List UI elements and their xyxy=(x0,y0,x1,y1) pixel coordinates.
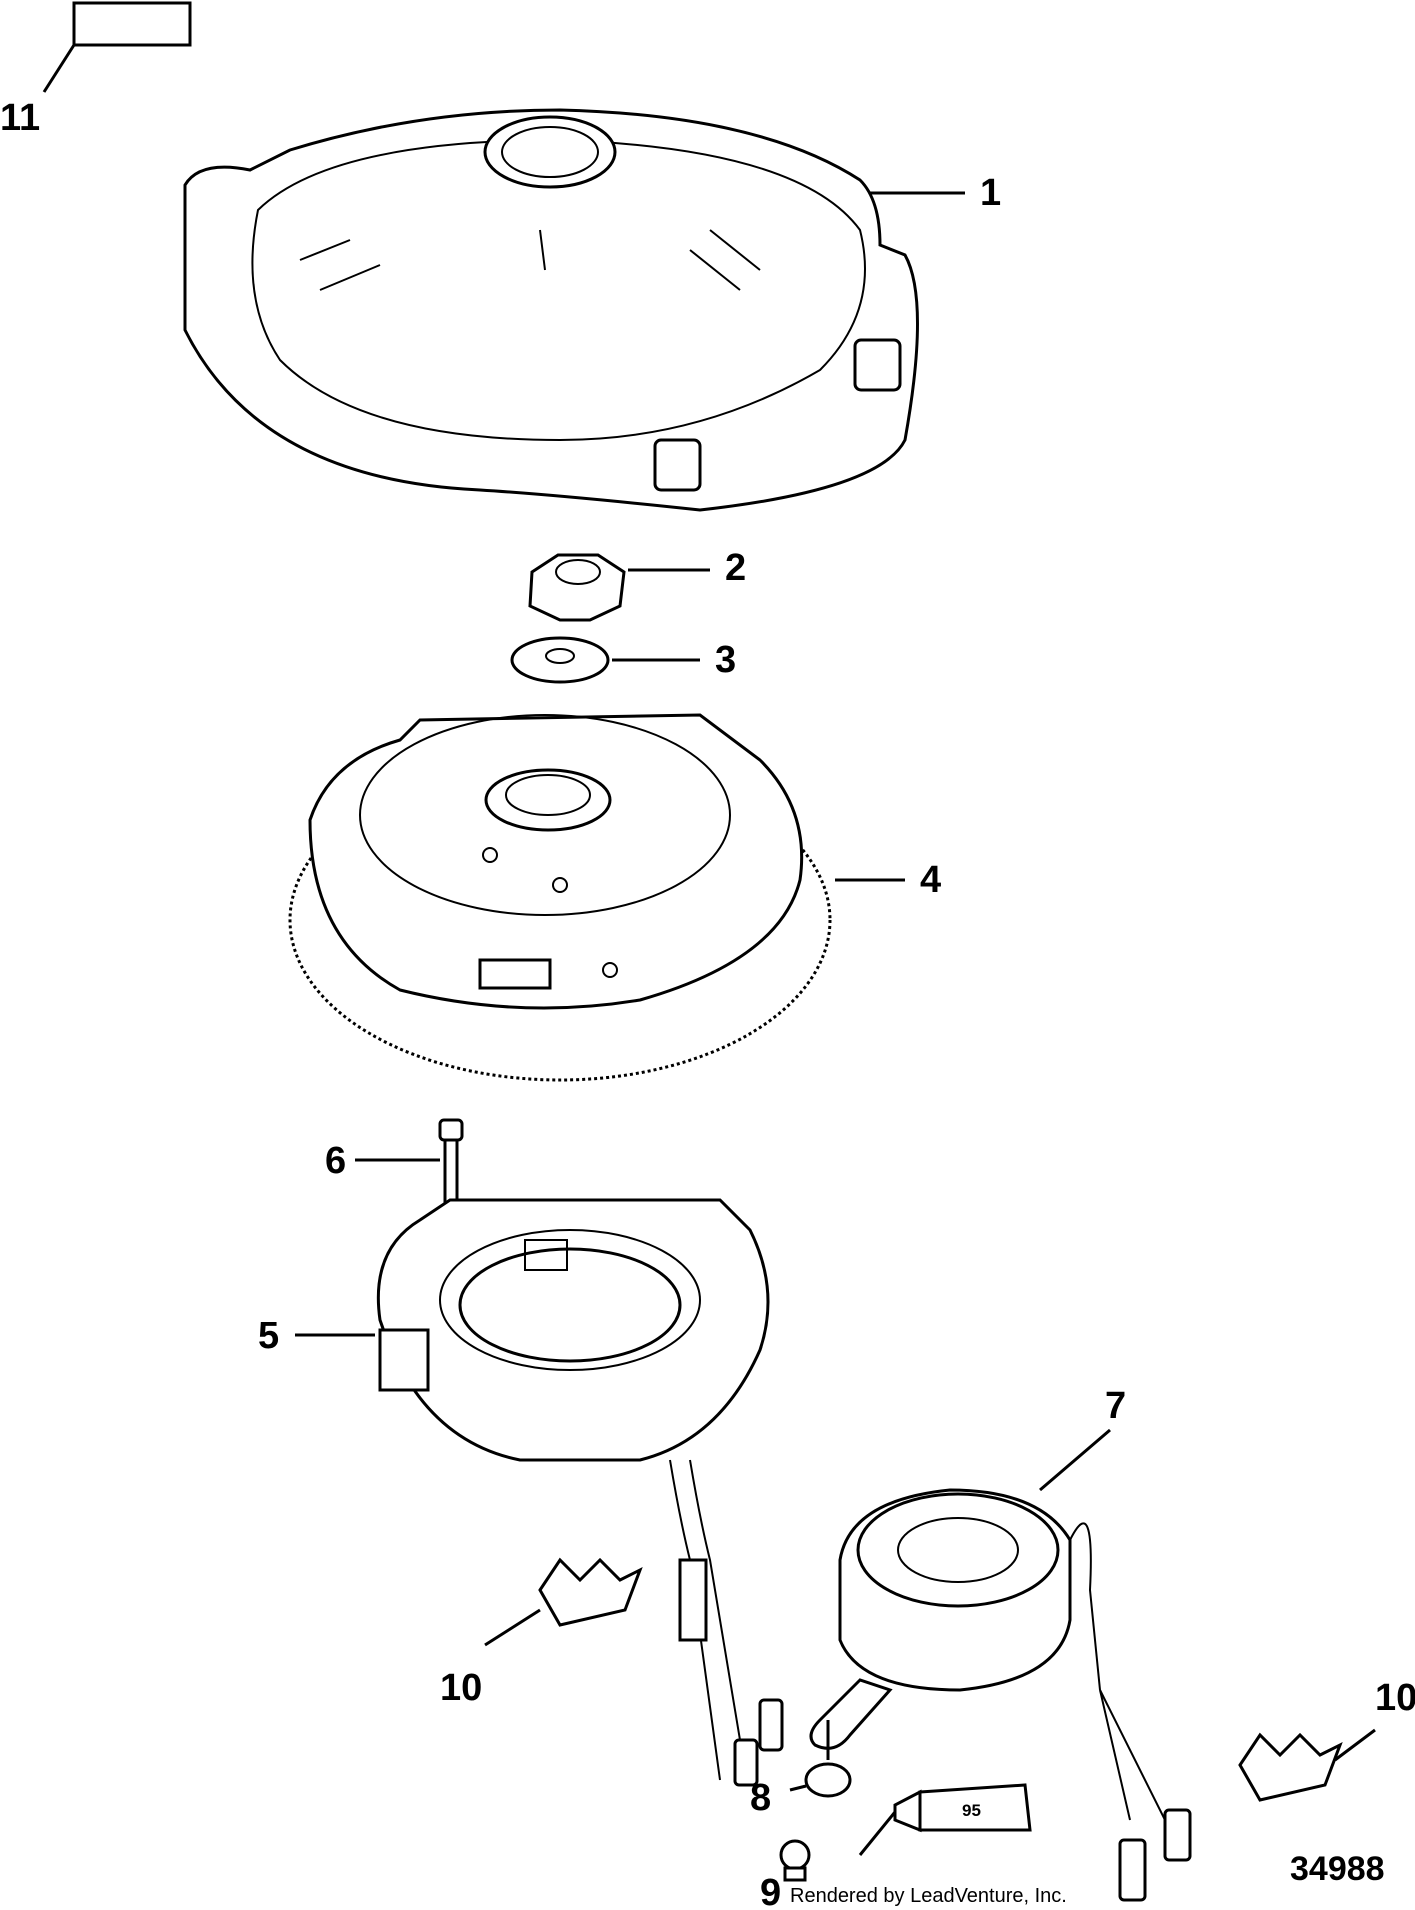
callout-2: 2 xyxy=(725,547,746,589)
part-10-clip-left xyxy=(484,1557,643,1647)
figure-number: 34988 xyxy=(1290,1850,1385,1888)
part-11-label-box xyxy=(42,1,192,93)
part-9-grommet xyxy=(779,1839,811,1882)
callout-3: 3 xyxy=(715,639,736,681)
callout-1: 1 xyxy=(980,172,1001,214)
part-4-flywheel xyxy=(288,713,905,1082)
part-5-stator xyxy=(295,1198,784,1787)
part-7-coil xyxy=(809,1428,1192,1902)
part-6-screw xyxy=(355,1118,464,1217)
callout-4: 4 xyxy=(920,859,941,901)
callout-6: 6 xyxy=(325,1140,346,1182)
lubricant-tube: 95 xyxy=(858,1783,1032,1856)
part-10-clip-right xyxy=(1238,1728,1376,1802)
part-2-nut xyxy=(528,553,710,622)
callout-8: 8 xyxy=(750,1777,771,1819)
part-8-nut xyxy=(789,1720,852,1798)
lubricant-tube-label: 95 xyxy=(962,1801,981,1820)
callout-10-left: 10 xyxy=(440,1667,482,1709)
callout-5: 5 xyxy=(258,1315,279,1357)
callout-9: 9 xyxy=(760,1872,781,1910)
callout-7: 7 xyxy=(1105,1385,1126,1427)
callout-11: 11 xyxy=(0,97,40,139)
credit-text: Rendered by LeadVenture, Inc. xyxy=(790,1885,1067,1907)
part-3-washer xyxy=(510,636,700,684)
part-1-flywheel-cover xyxy=(183,108,965,512)
callout-10-right: 10 xyxy=(1375,1677,1415,1719)
